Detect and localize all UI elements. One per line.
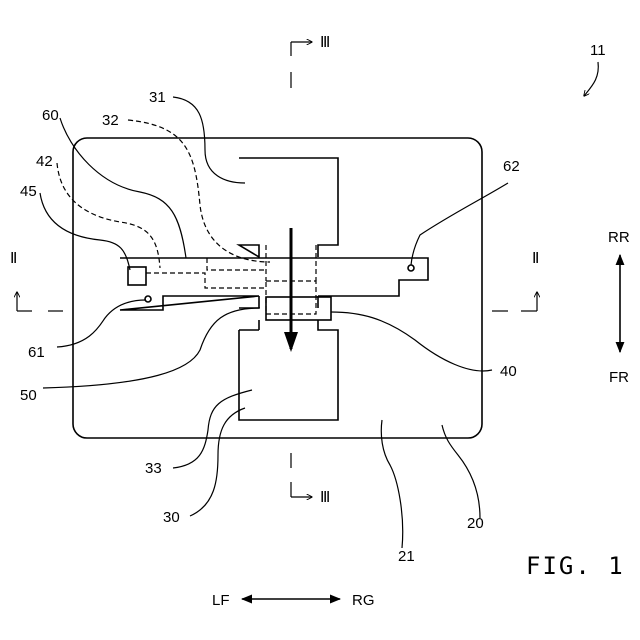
leader-20 — [442, 425, 480, 518]
long-bar — [120, 258, 428, 310]
section-iii-bottom-label: Ⅲ — [320, 489, 330, 506]
ref-21: 21 — [398, 548, 415, 565]
leader-33 — [173, 390, 252, 468]
ref-33: 33 — [145, 460, 162, 477]
ref-32: 32 — [102, 112, 119, 129]
ref-11: 11 — [590, 42, 606, 59]
ref-30: 30 — [163, 509, 180, 526]
ref-42: 42 — [36, 153, 53, 170]
ref-20: 20 — [467, 515, 484, 532]
leader-21 — [381, 420, 402, 548]
leader-40 — [331, 312, 492, 371]
square-element — [128, 267, 146, 285]
figure-title: FIG. 1 — [526, 552, 625, 580]
section-ii-left-label: Ⅱ — [10, 250, 17, 267]
direction-rear-label: RR — [608, 229, 630, 246]
ref-45: 45 — [20, 183, 37, 200]
flow-arrow-head — [284, 332, 298, 352]
direction-right-label: RG — [352, 592, 375, 609]
hole-right — [408, 265, 414, 271]
upper-block — [239, 158, 338, 257]
leader-61 — [57, 300, 146, 347]
direction-left-label: LF — [212, 592, 230, 609]
base-plate — [73, 138, 482, 438]
ref-61: 61 — [28, 344, 45, 361]
ref-60: 60 — [42, 107, 59, 124]
leader-62 — [411, 183, 508, 265]
ref-40: 40 — [500, 363, 517, 380]
ref-31: 31 — [149, 89, 166, 106]
leader-60 — [60, 118, 186, 258]
hole-left — [145, 296, 151, 302]
leader-30 — [190, 408, 245, 516]
overlap-element — [266, 297, 331, 320]
leader-11 — [584, 62, 598, 96]
leader-45 — [40, 193, 130, 270]
section-iii-top-label: Ⅲ — [320, 34, 330, 51]
section-ii-right-label: Ⅱ — [532, 250, 539, 267]
direction-front-label: FR — [609, 369, 629, 386]
lower-block — [239, 308, 338, 420]
leader-31 — [173, 97, 245, 183]
ref-50: 50 — [20, 387, 37, 404]
hidden-trace-2 — [207, 258, 266, 270]
leader-50 — [43, 308, 260, 388]
hidden-trace — [146, 273, 266, 288]
ref-62: 62 — [503, 158, 520, 175]
leader-32 — [128, 120, 270, 262]
